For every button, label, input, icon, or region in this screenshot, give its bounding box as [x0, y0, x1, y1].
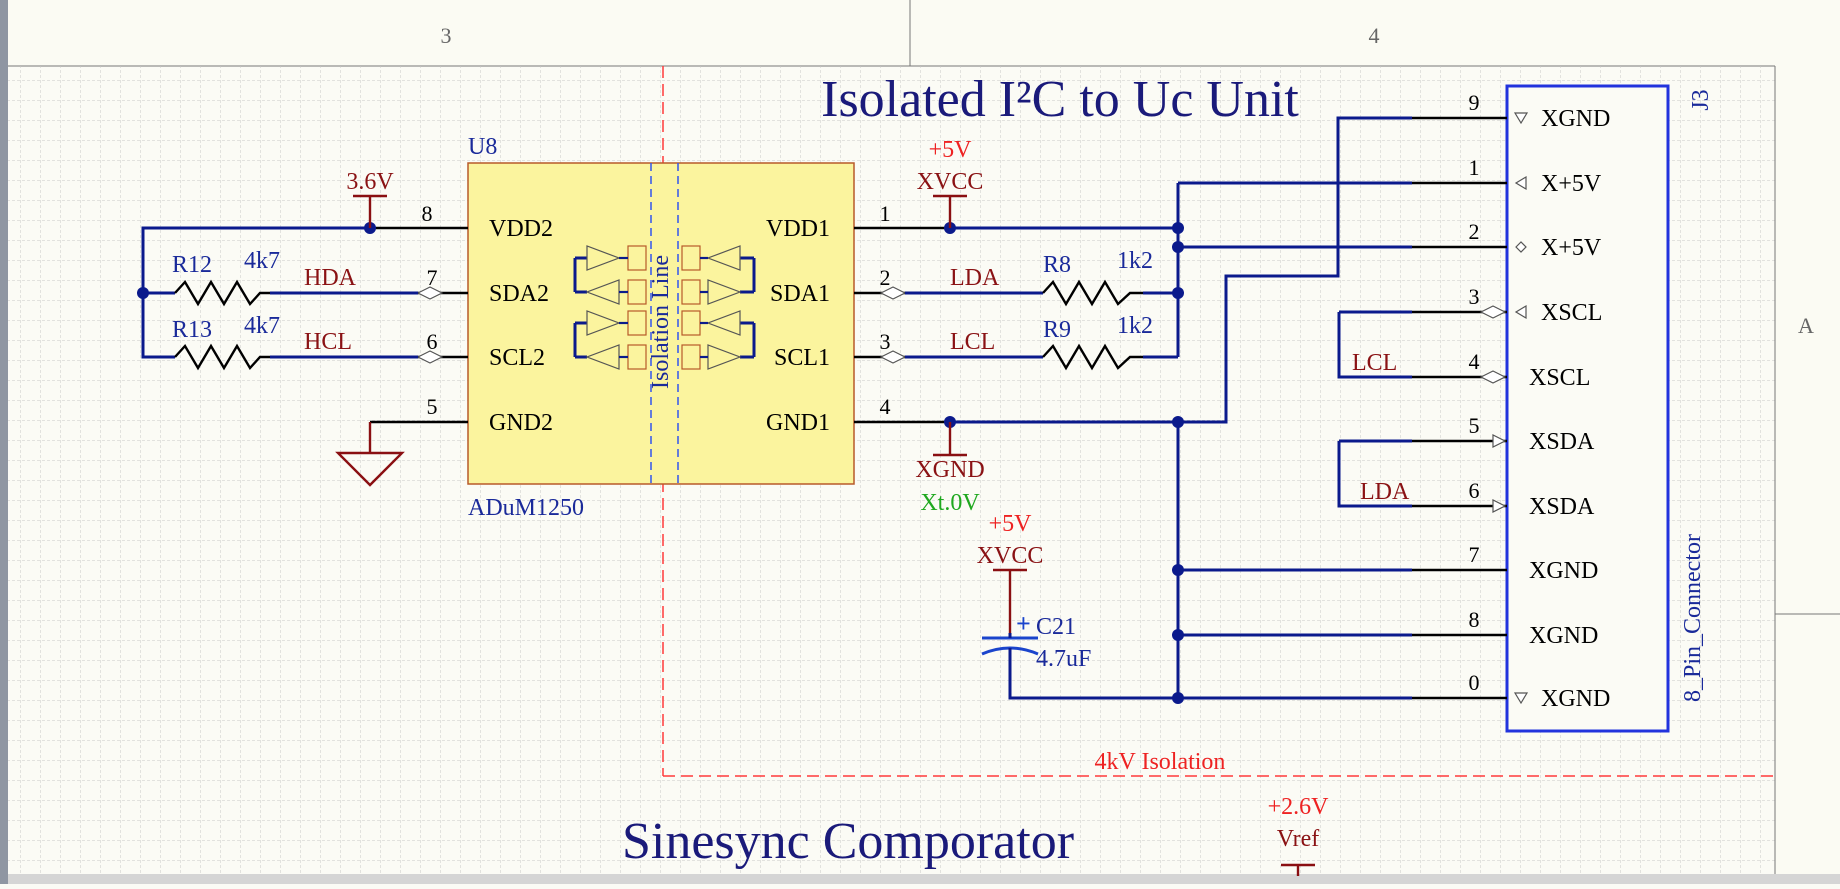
- j3-designator: J3: [1688, 89, 1714, 110]
- net-label-xt0v: Xt.0V: [920, 490, 980, 516]
- j3-pin-num-7: 7: [1469, 542, 1480, 567]
- r9-ref: R9: [1043, 317, 1071, 343]
- j3-pin-markers: [1479, 112, 1529, 705]
- u8-pin-scl1: SCL1: [774, 345, 830, 371]
- u8-pin-vdd1: VDD1: [766, 216, 830, 242]
- u8-pin-stubs: [370, 226, 950, 424]
- net-label-lda-j3: LDA: [1360, 479, 1410, 505]
- net-label-hda: HDA: [304, 265, 357, 291]
- j3-pin-num-0: 0: [1469, 670, 1480, 695]
- j3-pin-num-5: 5: [1469, 413, 1480, 438]
- u8-pin-sda2: SDA2: [489, 281, 549, 307]
- resistor-r8[interactable]: [1042, 279, 1143, 307]
- j3-pin-name-2: X+5V: [1541, 235, 1602, 261]
- u8-chip[interactable]: [467, 162, 855, 485]
- power-port-xvcc-cap[interactable]: [993, 568, 1027, 633]
- r13-value: 4k7: [244, 313, 280, 339]
- vref-value-label: +2.6V: [1268, 794, 1330, 820]
- resistor-r13[interactable]: [174, 343, 270, 371]
- net-label-lda: LDA: [950, 265, 1000, 291]
- zone-label-a: A: [1798, 313, 1814, 338]
- j3-pin-name-8: XGND: [1529, 623, 1598, 649]
- j3-part-name: 8_Pin_Connector: [1680, 534, 1706, 702]
- ground-symbol-gnd2: [335, 422, 405, 487]
- r8-value: 1k2: [1117, 248, 1153, 274]
- j3-pin-name-5: XSDA: [1529, 429, 1595, 455]
- j3-pin-num-6: 6: [1469, 478, 1480, 503]
- c21-polarity: +: [1016, 609, 1031, 638]
- u8-pin-vdd2: VDD2: [489, 216, 553, 242]
- j3-pin-num-2: 2: [1469, 219, 1480, 244]
- u8-pin-num-1: 1: [880, 201, 891, 226]
- capacitor-c21[interactable]: [981, 633, 1039, 661]
- u8-pin-sda1: SDA1: [770, 281, 830, 307]
- c21-value: 4.7uF: [1036, 646, 1091, 672]
- c21-ref: C21: [1036, 614, 1076, 640]
- zone-side: [1775, 66, 1840, 876]
- r13-ref: R13: [172, 317, 212, 343]
- ground-port-xgnd[interactable]: [933, 422, 967, 457]
- zone-label-4: 4: [1369, 23, 1380, 48]
- net-label-lcl: LCL: [950, 329, 995, 355]
- u8-pin-num-2: 2: [880, 265, 891, 290]
- zone-label-3: 3: [441, 23, 452, 48]
- power-port-vref[interactable]: [1281, 863, 1315, 876]
- resistor-r9[interactable]: [1042, 343, 1143, 371]
- u8-pin-scl2: SCL2: [489, 345, 545, 371]
- u8-designator: U8: [468, 134, 497, 160]
- power-xvcc-cap-label: XVCC: [977, 543, 1044, 569]
- j3-pin-num-3: 3: [1469, 284, 1480, 309]
- isolation-line-label: Isolation Line: [648, 255, 674, 389]
- u8-pin-num-8: 8: [422, 201, 433, 226]
- net-label-lcl-j3: LCL: [1352, 350, 1397, 376]
- u8-pin-gnd2: GND2: [489, 410, 553, 436]
- grid-area: [8, 66, 1775, 876]
- j3-pin-num-4: 4: [1469, 349, 1480, 374]
- u8-pin-num-5: 5: [427, 394, 438, 419]
- r12-value: 4k7: [244, 248, 280, 274]
- u8-part-number: ADuM1250: [468, 495, 584, 521]
- j3-pin-num-1: 1: [1469, 155, 1480, 180]
- j3-pin-name-9: XGND: [1541, 106, 1610, 132]
- power-port-3v6[interactable]: [353, 194, 387, 228]
- u8-pin-num-7: 7: [427, 265, 438, 290]
- title-sinesync: Sinesync Comporator: [622, 813, 1074, 870]
- zone-header: [8, 0, 1840, 66]
- power-5v-top-label: +5V: [929, 137, 973, 163]
- j3-pin-name-0: XGND: [1541, 686, 1610, 712]
- r9-value: 1k2: [1117, 313, 1153, 339]
- j3-pin-num-8: 8: [1469, 607, 1480, 632]
- right-junctions: [944, 222, 1184, 704]
- j3-pin-num-9: 9: [1469, 90, 1480, 115]
- isolation-note: 4kV Isolation: [1095, 749, 1226, 775]
- j3-pin-name-1: X+5V: [1541, 171, 1602, 197]
- power-port-xvcc-top[interactable]: [933, 194, 967, 228]
- j3-pin-name-4: XSCL: [1529, 365, 1590, 391]
- r12-ref: R12: [172, 252, 212, 278]
- power-3v6-label: 3.6V: [346, 169, 394, 195]
- power-5v-cap-label: +5V: [989, 511, 1033, 537]
- r8-ref: R8: [1043, 252, 1071, 278]
- resistor-r12[interactable]: [174, 279, 270, 307]
- u8-pin-num-6: 6: [427, 329, 438, 354]
- j3-pin-name-7: XGND: [1529, 558, 1598, 584]
- power-xvcc-top-label: XVCC: [917, 169, 984, 195]
- j3-connector[interactable]: [1505, 84, 1670, 733]
- vref-label: Vref: [1277, 826, 1320, 852]
- u8-pin-gnd1: GND1: [766, 410, 830, 436]
- window-left-edge: [0, 0, 8, 884]
- j3-pin-name-3: XSCL: [1541, 300, 1602, 326]
- title-isolated-i2c: Isolated I²C to Uc Unit: [821, 71, 1299, 128]
- u8-pin-num-4: 4: [880, 394, 891, 419]
- net-label-hcl: HCL: [304, 329, 352, 355]
- u8-pin-num-3: 3: [880, 329, 891, 354]
- junction: [137, 287, 149, 299]
- j3-pin-name-6: XSDA: [1529, 494, 1595, 520]
- ground-xgnd-label: XGND: [915, 457, 984, 483]
